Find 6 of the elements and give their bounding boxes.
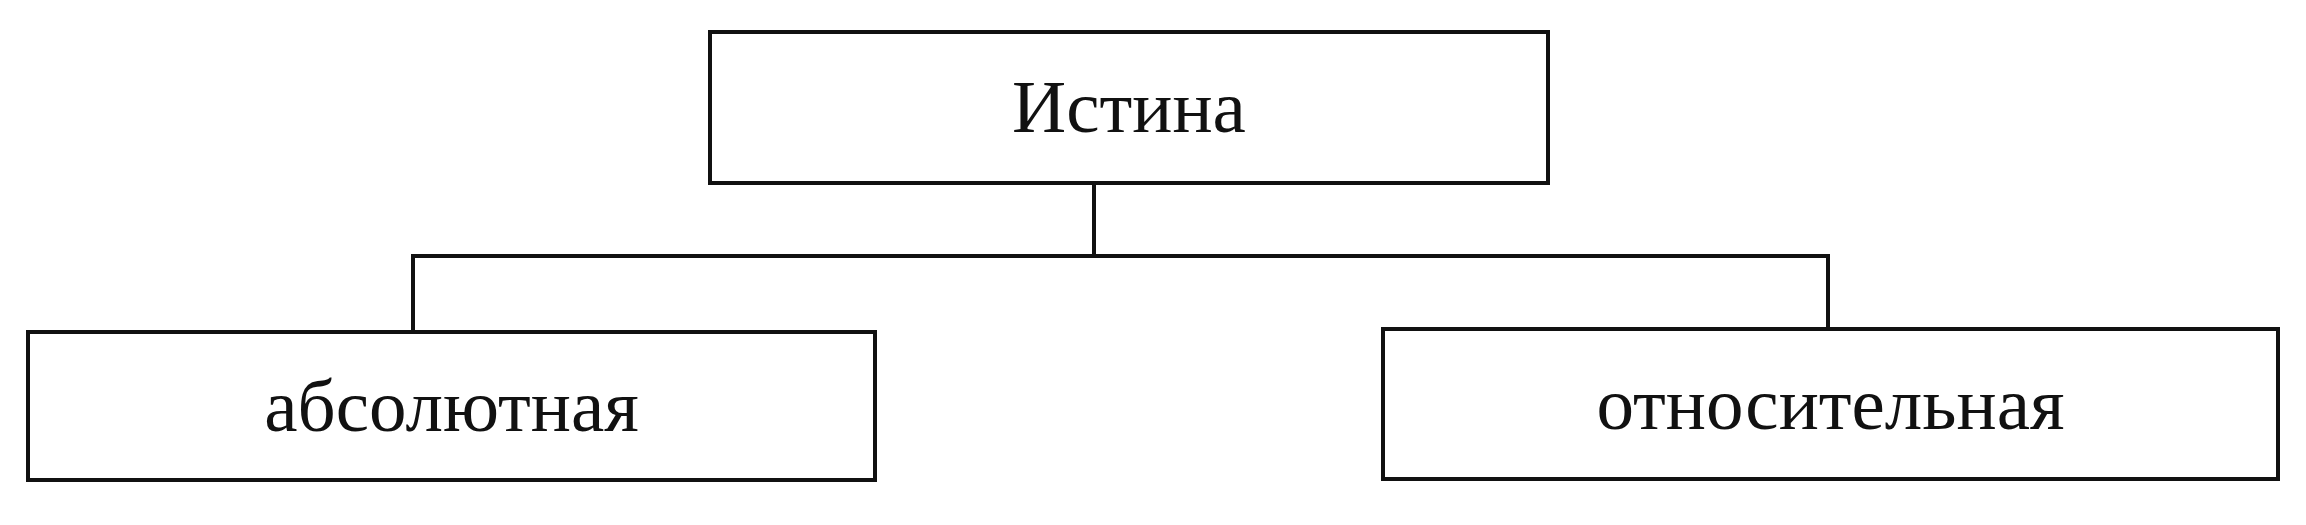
- concept-box: [1381, 327, 2280, 481]
- concept-label: абсолютная: [264, 364, 639, 448]
- concept-label: относительная: [1596, 362, 2065, 446]
- concept-box: [26, 330, 877, 482]
- concept-box: [708, 30, 1550, 185]
- concept-label: Истина: [1012, 66, 1246, 149]
